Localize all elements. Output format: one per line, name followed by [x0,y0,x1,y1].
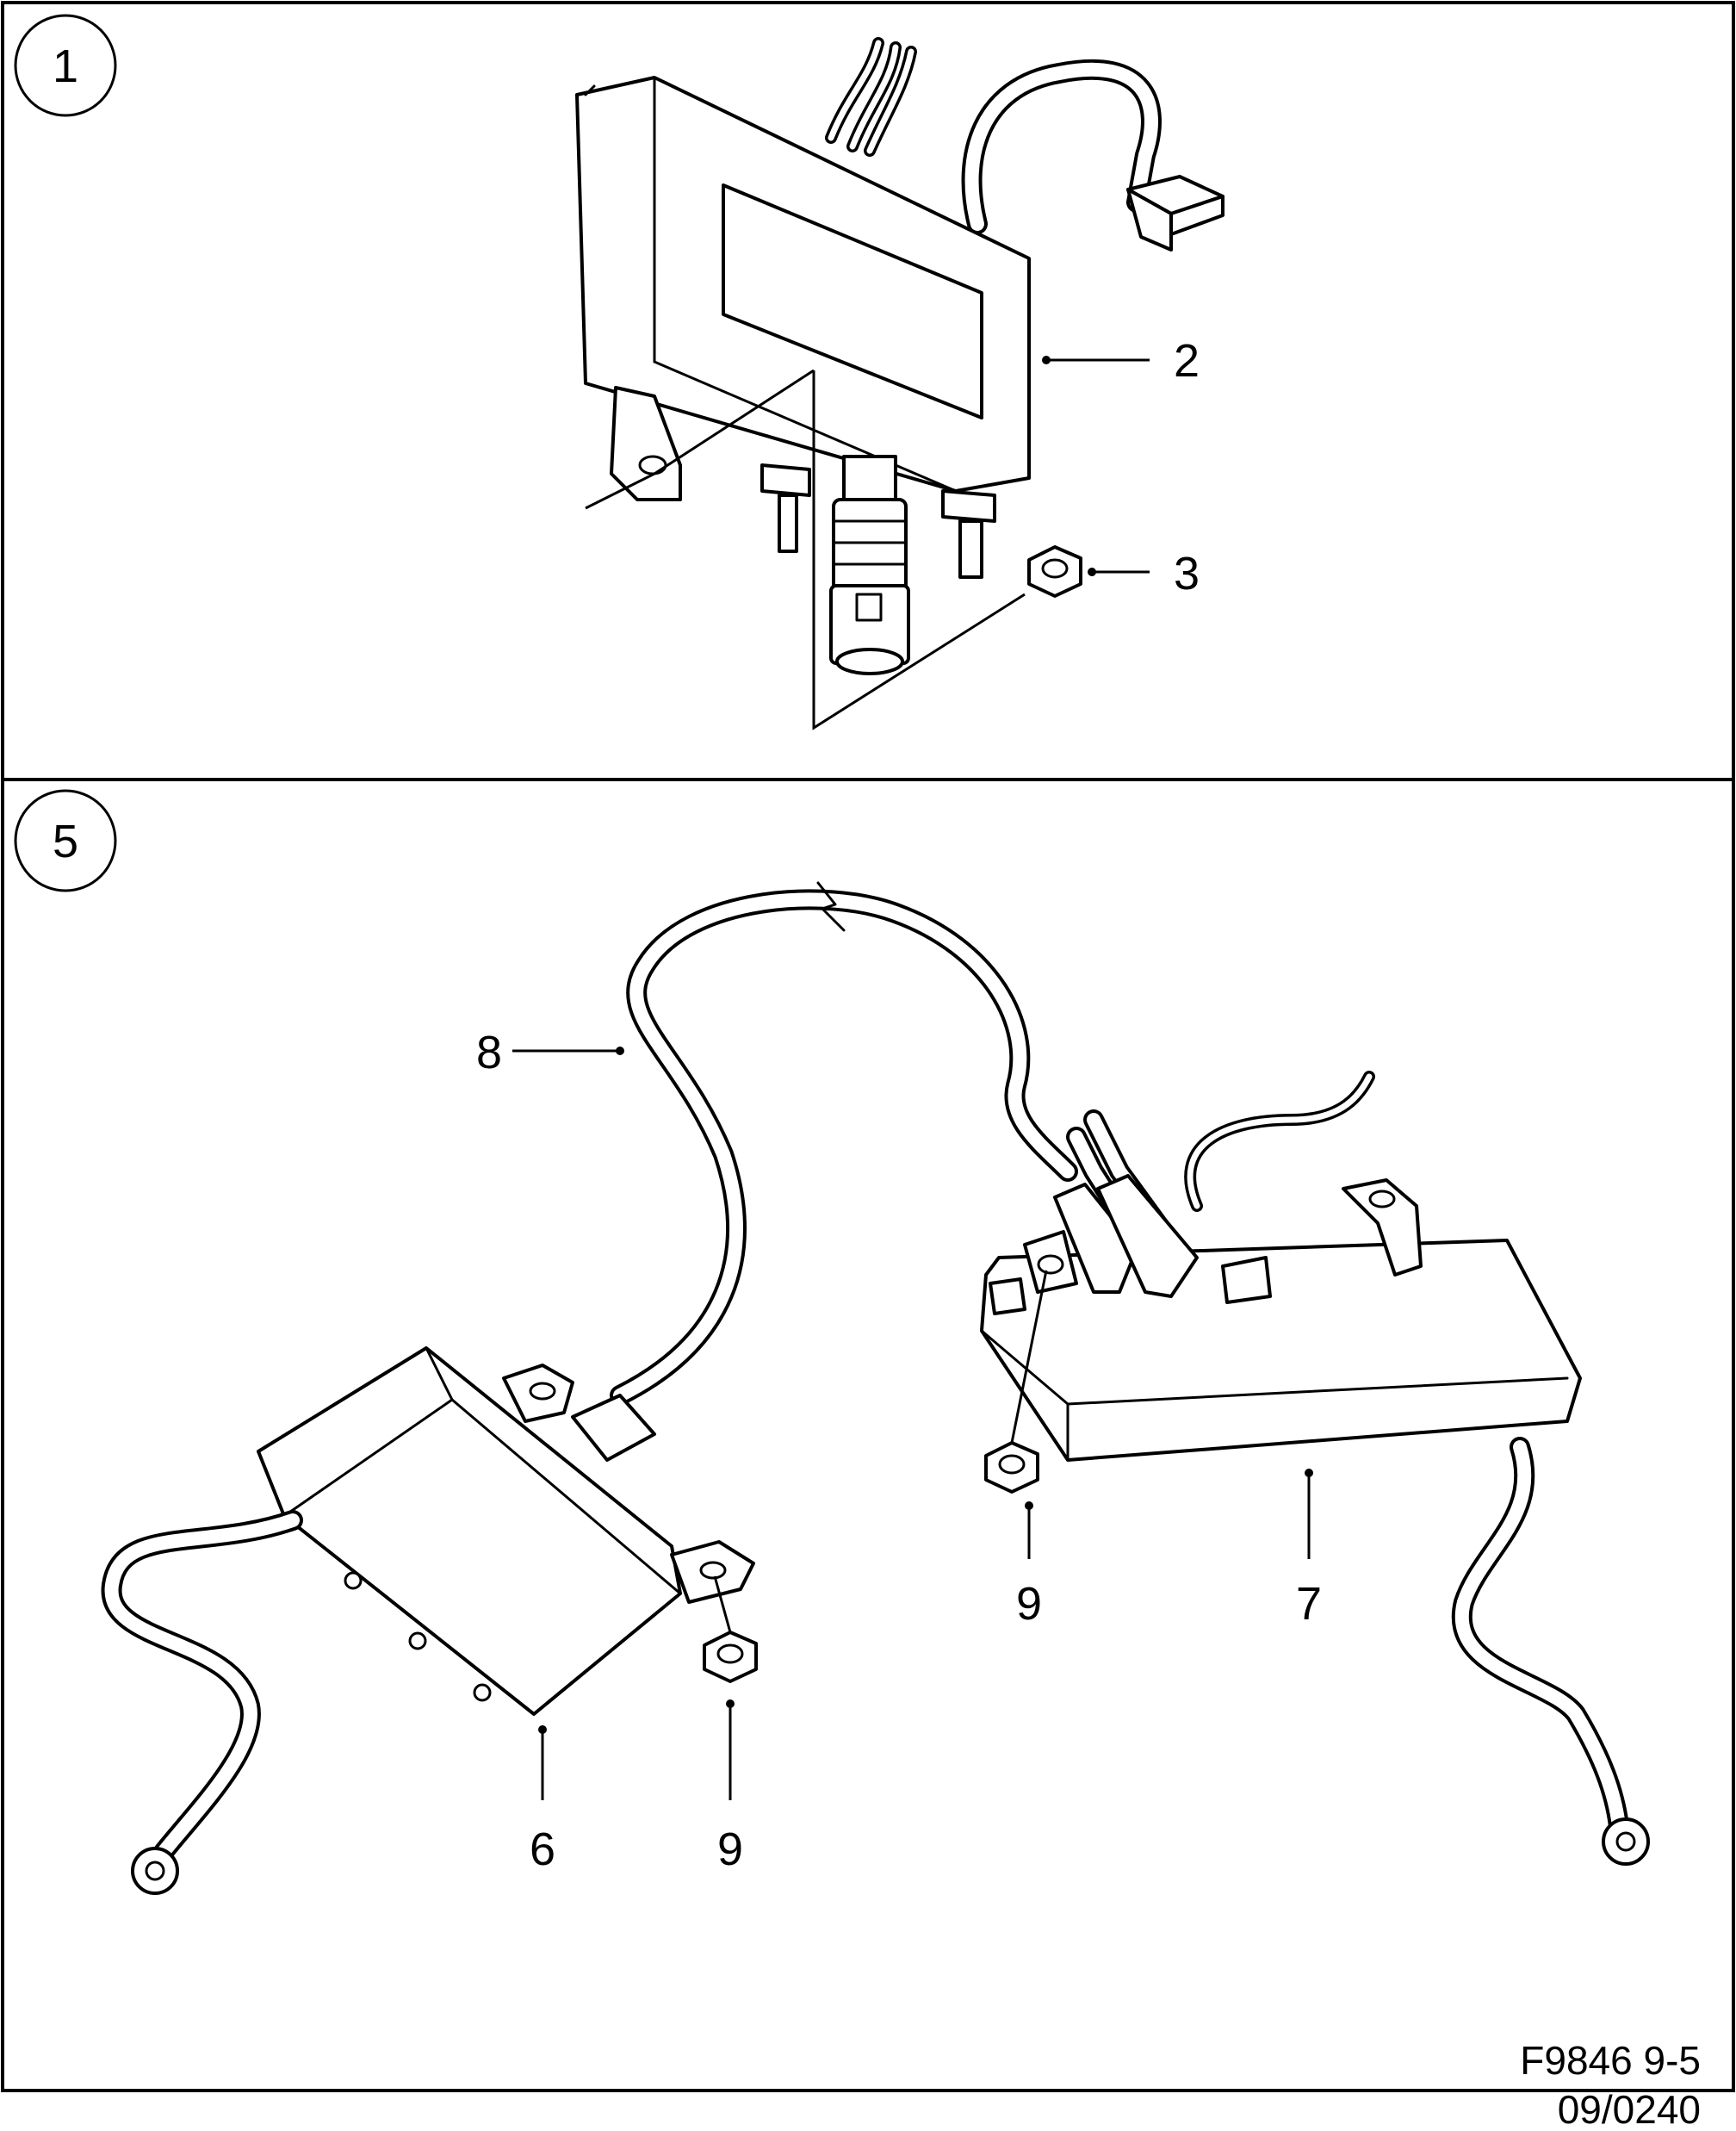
panel-1-illustration [575,37,1224,730]
antenna-socket [829,455,910,675]
callout-2: 2 [1042,335,1200,387]
callout-2-label: 2 [1174,335,1200,387]
control-module [575,76,1031,493]
callout-8-label: 8 [476,1027,502,1078]
nut-left [703,1631,758,1683]
callout-7-label: 7 [1296,1578,1322,1630]
callout-6-label: 6 [530,1823,555,1875]
figure-code: F9846 9-5 [1520,2038,1701,2083]
step-5-number: 5 [53,816,78,867]
nut-right [984,1441,1039,1494]
ground-terminal-left [131,1847,179,1895]
callout-9-right: 9 [1016,1501,1042,1630]
nut [1027,545,1082,598]
left-module [257,1346,755,1716]
panel-5-illustration [101,881,1650,1895]
blade-terminal [760,463,996,579]
mounting-bracket [610,386,682,501]
panel-5-frame [1,778,1735,2092]
callout-6: 6 [530,1725,555,1875]
callout-3-label: 3 [1174,548,1200,600]
ground-terminal-right [1602,1817,1650,1866]
harness-connector [1126,175,1224,252]
callout-7: 7 [1296,1469,1322,1630]
callout-3: 3 [1088,548,1200,600]
callout-9-left-label: 9 [717,1823,743,1875]
step-1-badge: 1 [14,14,117,117]
step-1-number: 1 [53,40,78,92]
right-module [980,1174,1582,1462]
date-code: 09/0240 [1558,2087,1701,2131]
callout-8: 8 [476,1027,624,1078]
callout-9-left: 9 [717,1699,743,1875]
step-5-badge: 5 [14,789,117,892]
callout-9-right-label: 9 [1016,1578,1042,1630]
